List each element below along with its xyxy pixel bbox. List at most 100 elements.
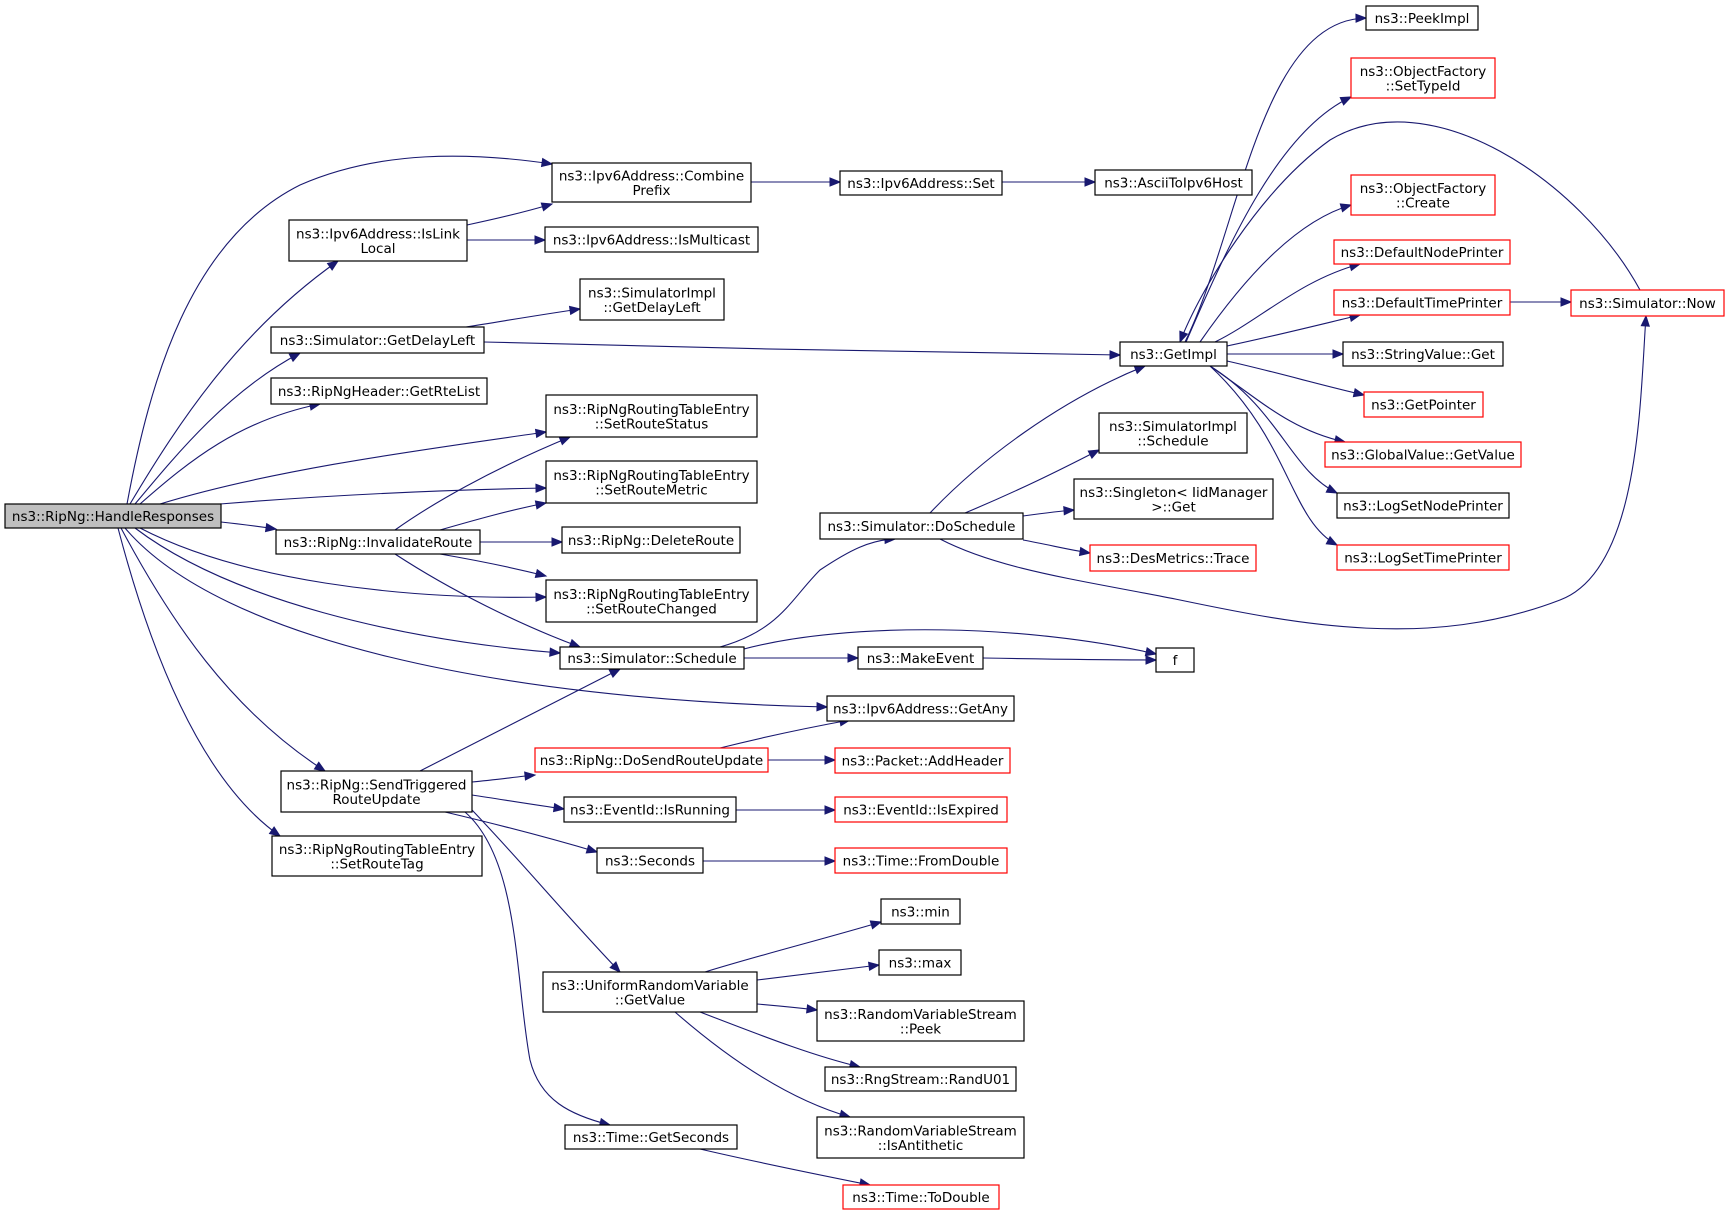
node-label: >::Get (1151, 499, 1195, 515)
node-label: ns3::LogSetTimePrinter (1344, 551, 1502, 567)
arrowhead-icon (1179, 330, 1189, 344)
node-delete-route[interactable]: ns3::RipNg::DeleteRoute (561, 526, 741, 554)
arrowhead-icon (824, 805, 837, 815)
node-rng-rand-u01[interactable]: ns3::RngStream::RandU01 (824, 1066, 1017, 1092)
node-box (1119, 341, 1228, 367)
node-label: ns3::RipNgRoutingTableEntry (279, 842, 475, 858)
node-sim-schedule[interactable]: ns3::Simulator::Schedule (559, 646, 745, 670)
node-log-set-node-printer[interactable]: ns3::LogSetNodePrinter (1336, 492, 1510, 519)
edge-handle_responses-to-set_route_status (159, 428, 548, 505)
edge-get_impl-to-of_set_type_id (1185, 96, 1353, 343)
node-label: ns3::Simulator::GetDelayLeft (280, 333, 475, 349)
node-des-metrics-trace[interactable]: ns3::DesMetrics::Trace (1089, 544, 1257, 572)
node-ascii-to-ipv6-host[interactable]: ns3::AsciiToIpv6Host (1094, 169, 1253, 196)
edge-ipv6_set-to-ascii_to_ipv6_host (1002, 177, 1097, 187)
arrowhead-icon (1087, 449, 1101, 460)
node-invalidate-route[interactable]: ns3::RipNg::InvalidateRoute (275, 529, 481, 555)
arrowhead-icon (585, 844, 599, 854)
node-of-set-type-id[interactable]: ns3::ObjectFactory::SetTypeId (1350, 57, 1496, 99)
node-eventid-is-expired[interactable]: ns3::EventId::IsExpired (834, 796, 1008, 823)
node-label: ns3::RipNgHeader::GetRteList (278, 384, 480, 400)
edge-send_triggered-to-do_send_route_update (471, 771, 537, 783)
node-set-route-tag[interactable]: ns3::RipNgRoutingTableEntry::SetRouteTag (271, 835, 483, 877)
node-label: ns3::AsciiToIpv6Host (1104, 176, 1243, 192)
node-singleton-get[interactable]: ns3::Singleton< IidManager>::Get (1073, 478, 1274, 520)
node-of-create[interactable]: ns3::ObjectFactory::Create (1350, 174, 1496, 216)
arrowhead-icon (1640, 314, 1650, 327)
edge-handle_responses-to-get_rte_list (139, 401, 322, 505)
node-set-route-status[interactable]: ns3::RipNgRoutingTableEntry::SetRouteSta… (545, 394, 758, 438)
node-box (1073, 478, 1274, 520)
node-box (1336, 492, 1510, 519)
edge-sim_do_schedule-to-singleton_get (1022, 506, 1076, 517)
node-min[interactable]: ns3::min (880, 898, 961, 925)
arrowhead-icon (1355, 13, 1368, 23)
edge-uniform_get_value-to-max (756, 961, 881, 981)
node-sim-now[interactable]: ns3::Simulator::Now (1570, 289, 1725, 317)
node-label: ns3::Singleton< IidManager (1080, 485, 1268, 501)
node-time-get-seconds[interactable]: ns3::Time::GetSeconds (564, 1124, 738, 1150)
node-box (1098, 412, 1248, 454)
node-peek-impl[interactable]: ns3::PeekImpl (1365, 5, 1479, 31)
arrowhead-icon (824, 856, 837, 866)
node-set-route-metric[interactable]: ns3::RipNgRoutingTableEntry::SetRouteMet… (545, 460, 758, 504)
node-simimpl-schedule[interactable]: ns3::SimulatorImpl::Schedule (1098, 412, 1248, 454)
node-get-pointer[interactable]: ns3::GetPointer (1363, 391, 1484, 418)
node-global-value-get[interactable]: ns3::GlobalValue::GetValue (1324, 441, 1522, 468)
arrowhead-icon (1144, 647, 1158, 657)
arrowhead-icon (568, 305, 582, 316)
node-label: ns3::Ipv6Address::GetAny (833, 702, 1008, 718)
edge-send_triggered-to-uniform_get_value (471, 809, 621, 973)
node-simimpl-get-delay-left[interactable]: ns3::SimulatorImpl::GetDelayLeft (579, 278, 725, 321)
node-box (545, 460, 758, 504)
node-label: ::SetRouteMetric (595, 482, 707, 498)
node-log-set-time-printer[interactable]: ns3::LogSetTimePrinter (1336, 544, 1510, 571)
edge-do_send_route_update-to-ipv6_get_any (719, 717, 852, 749)
node-box (1365, 5, 1479, 31)
node-rvs-is-antithetic[interactable]: ns3::RandomVariableStream::IsAntithetic (816, 1116, 1025, 1159)
node-make-event[interactable]: ns3::MakeEvent (857, 646, 984, 670)
node-f[interactable]: f (1155, 647, 1195, 673)
edge-get_impl-to-default_time_printer (1226, 312, 1362, 347)
arrowhead-icon (816, 702, 829, 712)
node-box (834, 796, 1008, 823)
node-uniform-get-value[interactable]: ns3::UniformRandomVariable::GetValue (542, 971, 758, 1013)
node-box (1333, 289, 1511, 316)
node-set-route-changed[interactable]: ns3::RipNgRoutingTableEntry::SetRouteCha… (545, 579, 758, 623)
node-get-rte-list[interactable]: ns3::RipNgHeader::GetRteList (270, 377, 488, 405)
node-default-time-printer[interactable]: ns3::DefaultTimePrinter (1333, 289, 1511, 316)
node-eventid-is-running[interactable]: ns3::EventId::IsRunning (563, 796, 737, 823)
node-rvs-peek[interactable]: ns3::RandomVariableStream::Peek (816, 1000, 1025, 1042)
node-box (1570, 289, 1725, 317)
node-label: ::Schedule (1137, 433, 1208, 449)
edge-handle_responses-to-set_route_metric (219, 483, 548, 505)
node-default-node-printer[interactable]: ns3::DefaultNodePrinter (1333, 239, 1511, 265)
node-box (564, 1124, 738, 1150)
node-box (544, 226, 759, 253)
node-label: ns3::Time::GetSeconds (573, 1130, 729, 1146)
node-packet-add-header[interactable]: ns3::Packet::AddHeader (834, 747, 1011, 774)
node-handle-responses[interactable]: ns3::RipNg::HandleResponses (4, 503, 222, 529)
node-get-impl[interactable]: ns3::GetImpl (1119, 341, 1228, 367)
node-time-from-double[interactable]: ns3::Time::FromDouble (834, 847, 1008, 874)
node-do-send-route-update[interactable]: ns3::RipNg::DoSendRouteUpdate (534, 747, 769, 773)
node-label: ::Create (1396, 195, 1450, 211)
node-ipv6-get-any[interactable]: ns3::Ipv6Address::GetAny (826, 695, 1015, 722)
node-max[interactable]: ns3::max (878, 949, 962, 976)
node-ipv6-set[interactable]: ns3::Ipv6Address::Set (839, 170, 1003, 196)
arrowhead-icon (268, 826, 282, 837)
node-box (563, 796, 737, 823)
node-time-to-double[interactable]: ns3::Time::ToDouble (842, 1184, 1000, 1210)
node-label: ns3::DesMetrics::Trace (1097, 551, 1250, 567)
node-seconds[interactable]: ns3::Seconds (596, 847, 704, 874)
node-ipv6-is-multicast[interactable]: ns3::Ipv6Address::IsMulticast (544, 226, 759, 253)
node-string-value-get[interactable]: ns3::StringValue::Get (1342, 341, 1504, 367)
arrowhead-icon (551, 537, 564, 547)
node-sim-get-delay-left[interactable]: ns3::Simulator::GetDelayLeft (270, 326, 485, 354)
node-sim-do-schedule[interactable]: ns3::Simulator::DoSchedule (819, 512, 1024, 540)
edge-get_impl-to-of_create (1199, 203, 1353, 343)
